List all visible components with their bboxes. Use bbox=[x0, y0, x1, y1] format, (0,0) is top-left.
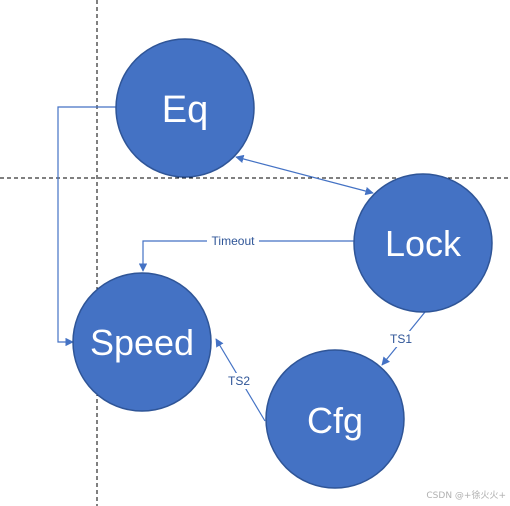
watermark: CSDN @+徐火火+ bbox=[426, 489, 506, 501]
svg-text:Eq: Eq bbox=[162, 89, 208, 131]
edge-eq-to-speed bbox=[57, 106, 116, 347]
edge-label-ts2: TS2 bbox=[226, 373, 252, 389]
node-lock[interactable]: Lock bbox=[353, 173, 493, 313]
svg-text:Cfg: Cfg bbox=[307, 400, 363, 441]
svg-text:Timeout: Timeout bbox=[212, 234, 256, 248]
node-speed[interactable]: Speed bbox=[72, 272, 212, 412]
edge-eq-lock-bidirectional bbox=[235, 154, 374, 196]
node-cfg[interactable]: Cfg bbox=[265, 349, 405, 489]
svg-text:TS1: TS1 bbox=[390, 332, 412, 346]
edge-label-timeout: Timeout bbox=[207, 233, 259, 249]
node-eq[interactable]: Eq bbox=[115, 38, 255, 178]
svg-text:Speed: Speed bbox=[90, 322, 194, 363]
edge-label-ts1: TS1 bbox=[388, 331, 414, 347]
svg-text:Lock: Lock bbox=[385, 223, 462, 264]
edge-lock-to-speed bbox=[138, 240, 354, 272]
svg-text:TS2: TS2 bbox=[228, 374, 250, 388]
